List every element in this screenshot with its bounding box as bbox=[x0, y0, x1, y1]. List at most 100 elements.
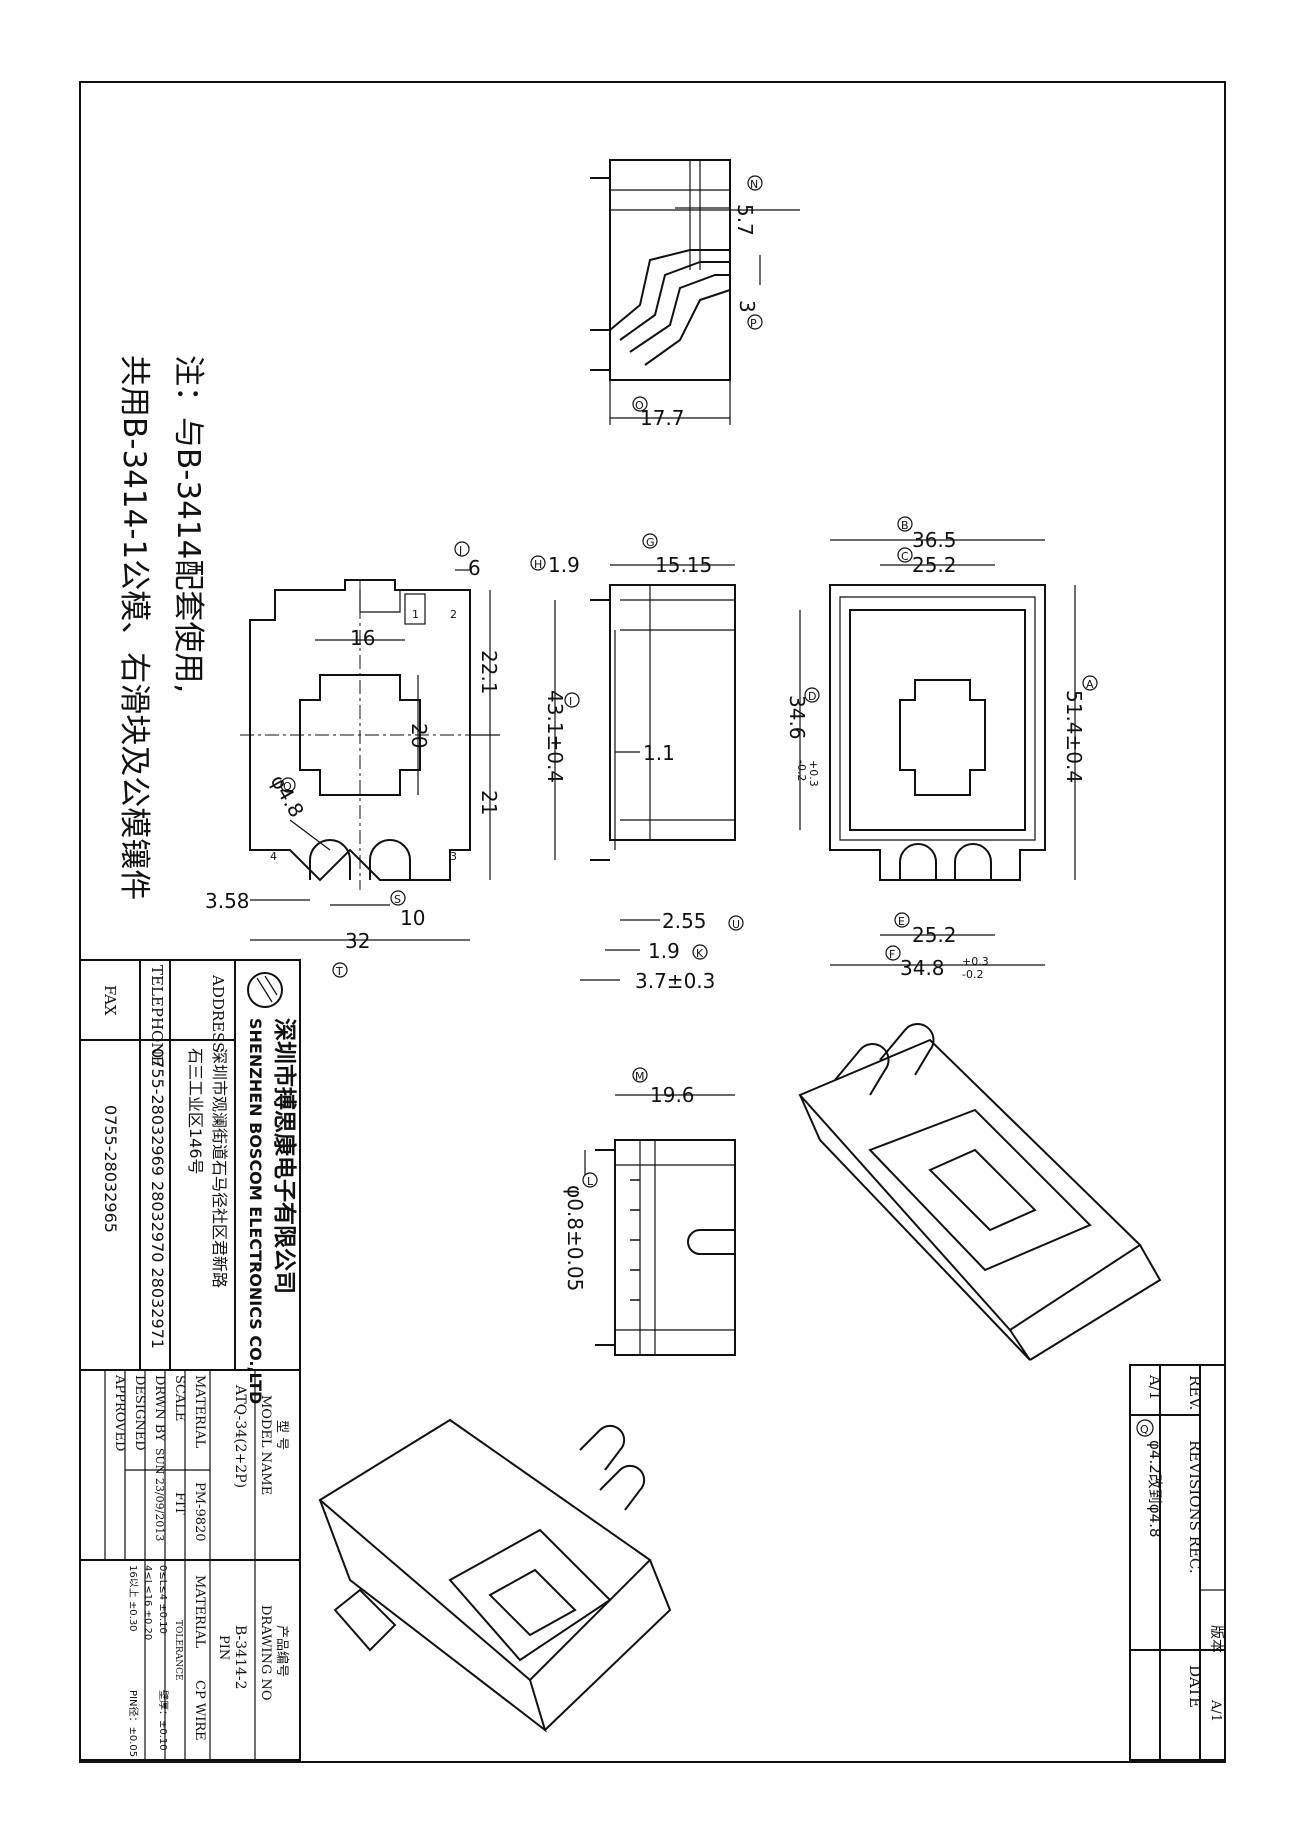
scale-value: FIT bbox=[172, 1492, 187, 1515]
svg-text:版本: 版本 bbox=[1208, 1625, 1224, 1653]
side-dim-1-9: 1.9 bbox=[548, 553, 580, 577]
svg-text:J: J bbox=[458, 544, 462, 557]
svg-text:壁厚：±0.10: 壁厚：±0.10 bbox=[157, 1690, 170, 1751]
back-dim-51-4: 51.4±0.4 bbox=[1062, 690, 1086, 783]
svg-text:A/1: A/1 bbox=[1208, 1699, 1223, 1722]
side-view-body bbox=[609, 584, 736, 841]
bottom-view: 19.6 φ0.8±0.05 M L bbox=[563, 1067, 736, 1356]
material-value: PM-9820 bbox=[192, 1482, 207, 1542]
company-logo bbox=[247, 972, 283, 1008]
back-window bbox=[899, 679, 986, 796]
side-dim-15-15: 15.15 bbox=[655, 553, 712, 577]
front-view: 16 20 22.1 21 6 φ4.8 3.58 10 32 J Q S T … bbox=[205, 541, 501, 978]
telephone: 0755-28032969 28032970 28032971 bbox=[148, 1048, 167, 1349]
telephone-label: TELEPHONE bbox=[148, 965, 166, 1066]
front-dim-6: 6 bbox=[468, 556, 481, 580]
svg-text:G: G bbox=[646, 536, 655, 549]
svg-text:B: B bbox=[901, 519, 909, 532]
svg-text:O: O bbox=[635, 399, 644, 412]
front-dim-16: 16 bbox=[350, 626, 375, 650]
fax: 0755-28032965 bbox=[101, 1105, 120, 1233]
iso-view-2 bbox=[318, 1418, 672, 1733]
svg-text:SCALE: SCALE bbox=[172, 1375, 187, 1421]
side-dim-43-1: 43.1±0.4 bbox=[543, 690, 567, 783]
front-dim-10: 10 bbox=[400, 906, 425, 930]
top-view-body bbox=[609, 159, 731, 381]
svg-text:16以上 ±0.30: 16以上 ±0.30 bbox=[127, 1565, 139, 1632]
revision-table: 版本 A/1 REV. REVISIONS REC. DATE A/1 Q φ4… bbox=[1129, 1364, 1226, 1761]
front-dim-32: 32 bbox=[345, 929, 370, 953]
back-view-outline bbox=[829, 584, 1046, 881]
svg-text:Q: Q bbox=[283, 780, 292, 793]
side-dim-3-7: 3.7±0.3 bbox=[635, 969, 715, 993]
svg-text:2: 2 bbox=[450, 608, 457, 621]
side-dim-1-1: 1.1 bbox=[643, 741, 675, 765]
svg-text:MATERIAL: MATERIAL bbox=[192, 1575, 207, 1648]
front-window bbox=[299, 674, 421, 796]
top-dim-3: 3 bbox=[735, 300, 759, 313]
svg-text:-0.2: -0.2 bbox=[795, 760, 808, 781]
svg-text:4: 4 bbox=[270, 850, 277, 863]
svg-text:K: K bbox=[696, 947, 704, 960]
svg-text:D: D bbox=[808, 690, 816, 703]
back-dim-34-8: 34.8 bbox=[900, 956, 945, 980]
pin-material-value: CP WIRE bbox=[192, 1680, 207, 1741]
sheet-border bbox=[79, 81, 1226, 1763]
top-dim-5-7: 5.7 bbox=[733, 204, 757, 236]
svg-text:PIN径：±0.05: PIN径：±0.05 bbox=[127, 1690, 140, 1757]
svg-text:DATE: DATE bbox=[1186, 1665, 1204, 1708]
svg-text:+0.3: +0.3 bbox=[962, 955, 989, 968]
svg-text:REVISIONS REC.: REVISIONS REC. bbox=[1186, 1440, 1204, 1574]
svg-text:产品编号: 产品编号 bbox=[274, 1625, 289, 1677]
svg-text:N: N bbox=[750, 178, 758, 191]
svg-text:MODEL NAME: MODEL NAME bbox=[258, 1395, 273, 1495]
svg-text:-0.2: -0.2 bbox=[962, 968, 983, 981]
back-dim-25-2b: 25.2 bbox=[912, 923, 957, 947]
svg-text:4≤L≤16 ±0.20: 4≤L≤16 ±0.20 bbox=[142, 1565, 153, 1640]
title-block: 深圳市搏思康电子有限公司 SHENZHEN BOSCOM ELECTRONICS… bbox=[79, 959, 301, 1761]
back-view: 36.5 25.2 34.6 +0.3 -0.2 51.4±0.4 25.2 3… bbox=[785, 516, 1098, 981]
svg-text:L: L bbox=[587, 1175, 594, 1188]
bottom-view-body bbox=[614, 1139, 736, 1356]
front-view-outline bbox=[249, 579, 471, 882]
svg-text:U: U bbox=[732, 918, 740, 931]
address-label: ADDRESS bbox=[209, 974, 227, 1052]
front-dim-22-1: 22.1 bbox=[477, 650, 501, 695]
svg-text:P: P bbox=[750, 317, 757, 330]
svg-text:MATERIAL: MATERIAL bbox=[192, 1375, 207, 1448]
svg-text:REV.: REV. bbox=[1186, 1375, 1204, 1410]
top-dim-17-7: 17.7 bbox=[640, 406, 685, 430]
svg-text:A: A bbox=[1086, 678, 1094, 691]
note-line-1: 注：与B-3414配套使用, bbox=[170, 355, 206, 693]
fax-label: FAX bbox=[101, 985, 119, 1016]
svg-text:型 号: 型 号 bbox=[274, 1420, 289, 1450]
bottom-dim-phi-0-8: φ0.8±0.05 bbox=[563, 1185, 587, 1291]
front-dim-20: 20 bbox=[407, 723, 431, 748]
note-block: 注：与B-3414配套使用, 共用B-3414-1公模、右滑块及公模镶件 bbox=[116, 355, 206, 900]
rev-record: φ4.2改到φ4.8 bbox=[1146, 1440, 1164, 1538]
svg-text:C: C bbox=[901, 550, 909, 563]
drawing-no-value: B-3414-2 bbox=[232, 1625, 248, 1690]
back-dim-36-5: 36.5 bbox=[912, 528, 957, 552]
note-line-2: 共用B-3414-1公模、右滑块及公模镶件 bbox=[116, 355, 152, 900]
back-dim-25-2: 25.2 bbox=[912, 553, 957, 577]
top-view: 5.7 3 17.7 N P O bbox=[590, 159, 800, 430]
side-dim-2-55: 2.55 bbox=[662, 909, 707, 933]
svg-text:+0.3: +0.3 bbox=[807, 760, 820, 787]
address-line-2: 石三工业区146号 bbox=[186, 1048, 205, 1175]
back-dim-34-6: 34.6 bbox=[785, 695, 809, 740]
rev-value: A/1 bbox=[1146, 1374, 1164, 1400]
side-view: 1.9 15.15 43.1±0.4 1.1 2.55 1.9 3.7±0.3 … bbox=[530, 533, 744, 993]
company-name-cn: 深圳市搏思康电子有限公司 bbox=[271, 1018, 298, 1294]
svg-text:0≤L≤4 ±0.10: 0≤L≤4 ±0.10 bbox=[157, 1565, 168, 1634]
svg-text:T: T bbox=[335, 965, 343, 978]
address-line-1: 深圳市观澜街道石马径社区君新路 bbox=[210, 1048, 229, 1288]
svg-text:APPROVED: APPROVED bbox=[112, 1374, 127, 1451]
bottom-dim-19-6: 19.6 bbox=[650, 1083, 695, 1107]
drwn-value: SUN 23/09/2013 bbox=[153, 1448, 166, 1541]
svg-text:DRWN BY: DRWN BY bbox=[152, 1375, 167, 1442]
svg-text:M: M bbox=[635, 1070, 645, 1083]
svg-text:TOLERANCE: TOLERANCE bbox=[173, 1620, 183, 1681]
svg-text:S: S bbox=[394, 893, 401, 906]
